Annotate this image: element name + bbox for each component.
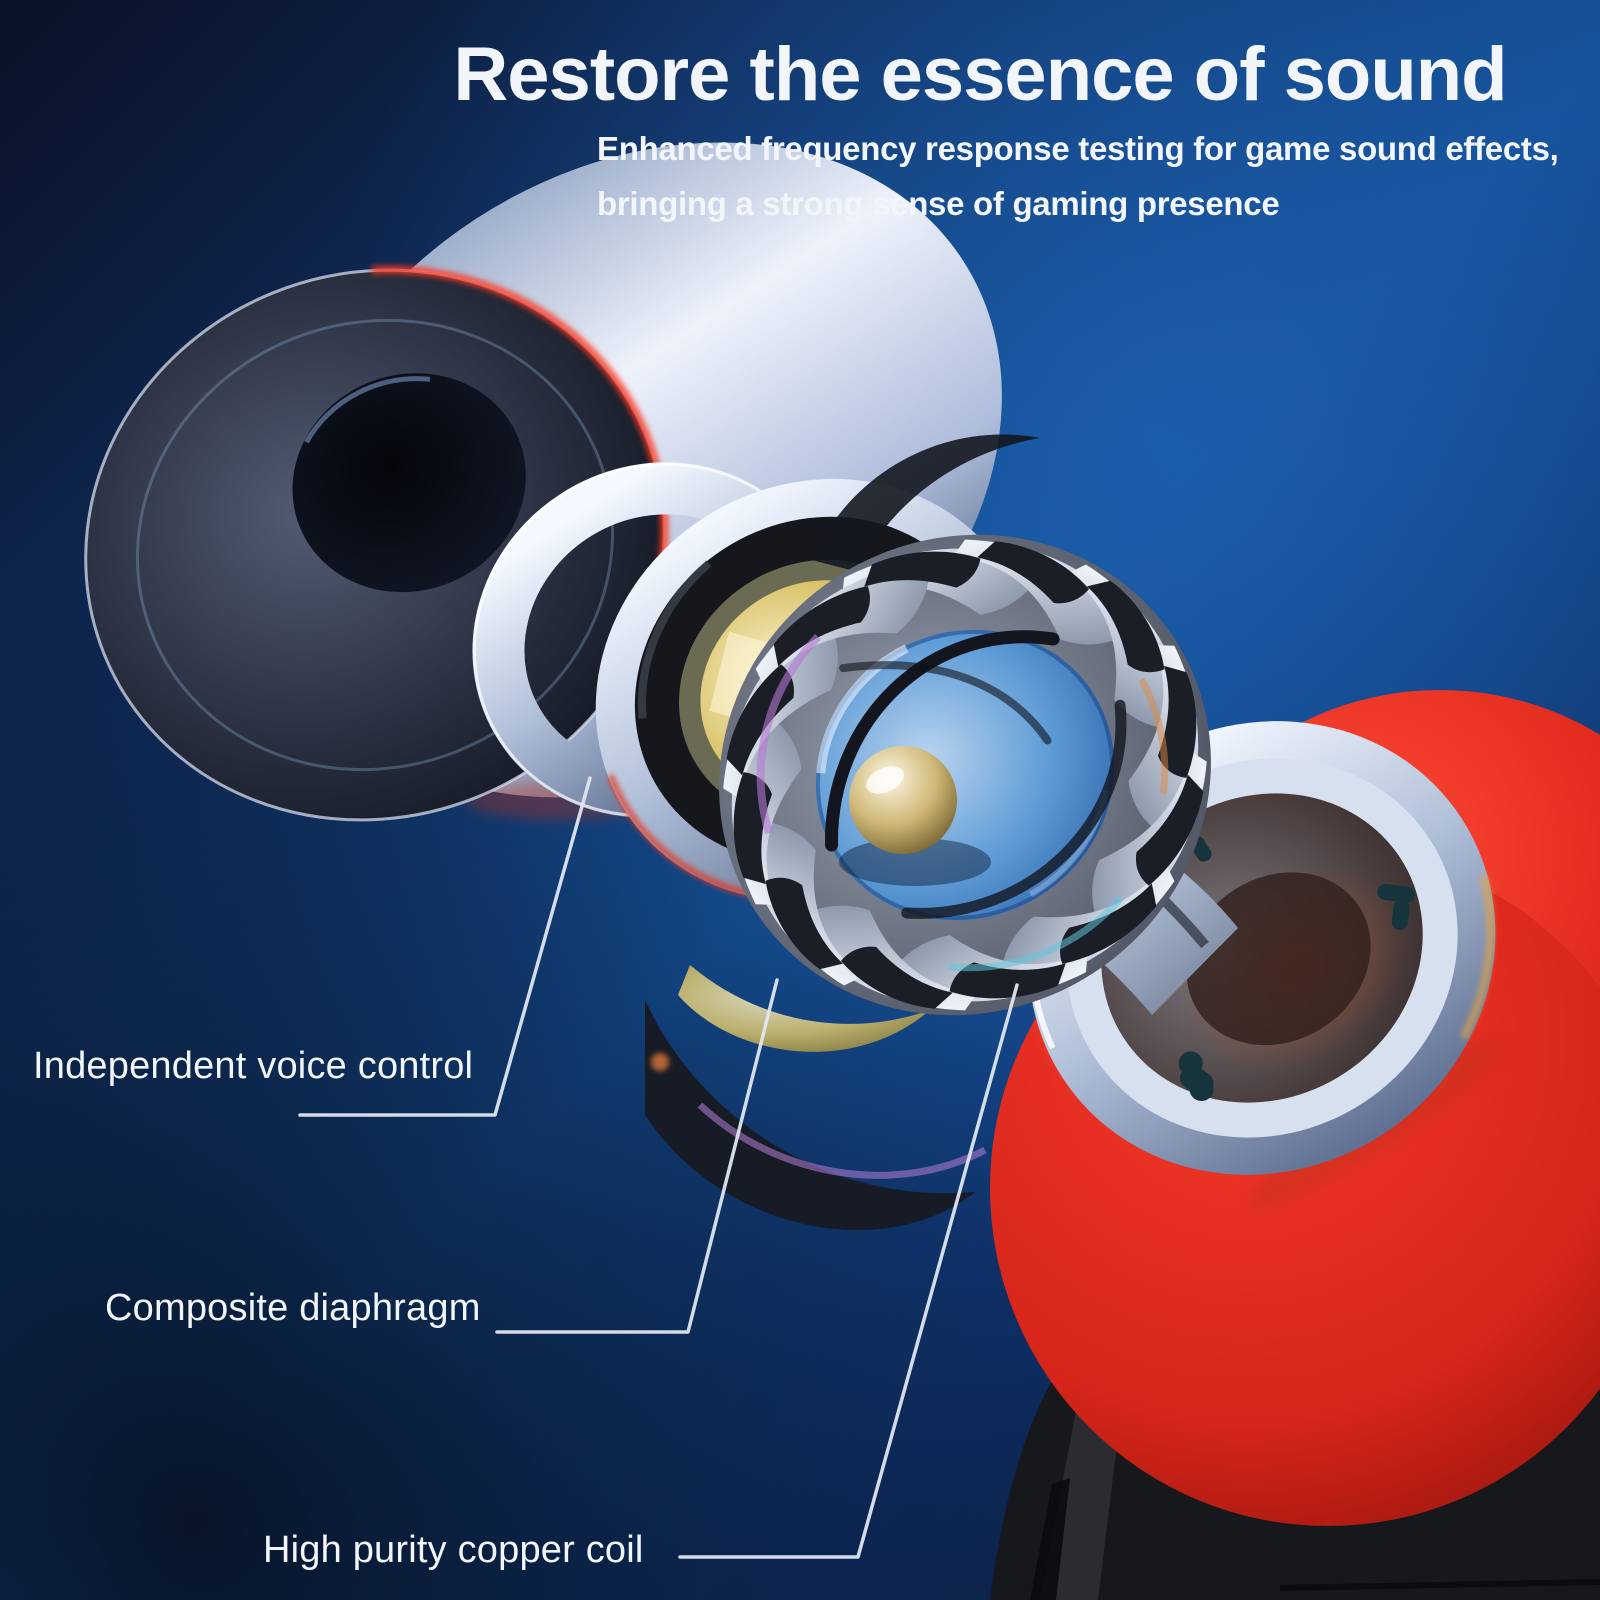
label-voice-control: Independent voice control (33, 1045, 473, 1087)
page-title: Restore the essence of sound (453, 32, 1506, 117)
swirl-lines (825, 630, 1127, 919)
subtitle-line-2: bringing a strong sense of gaming presen… (597, 185, 1279, 222)
leader-lines (298, 776, 1019, 1559)
subtitle-line-1: Enhanced frequency response testing for … (597, 130, 1559, 167)
leader-line-voice-control (298, 776, 592, 1117)
label-diaphragm: Composite diaphragm (105, 1287, 481, 1329)
coil-ball (839, 746, 991, 886)
housing-port-hole (292, 373, 526, 593)
leader-line-diaphragm (495, 978, 779, 1334)
leader-line-coil (678, 983, 1019, 1559)
label-coil: High purity copper coil (263, 1529, 644, 1571)
